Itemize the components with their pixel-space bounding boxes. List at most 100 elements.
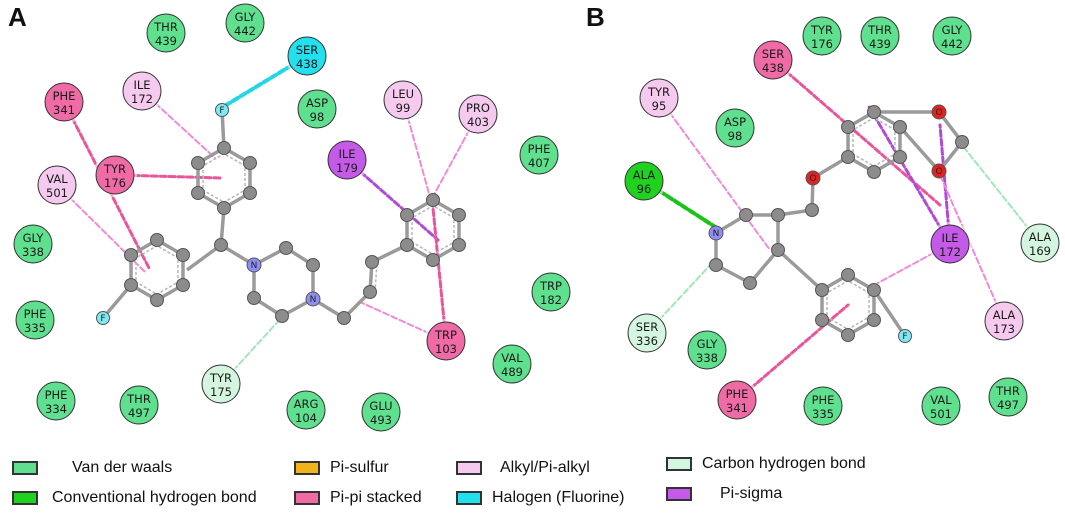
residue-name: PHE — [45, 388, 68, 402]
carbon-atom — [866, 283, 881, 297]
residue-name: ILE — [133, 78, 150, 92]
residue-name: ALA — [633, 168, 656, 182]
residue-name: PHE — [53, 89, 76, 103]
residue-name: TRP — [434, 328, 457, 342]
residue-name: ILE — [941, 231, 958, 245]
interaction-line — [939, 174, 1005, 322]
legend-swatch — [666, 487, 692, 501]
residue-circle — [426, 321, 466, 361]
interaction-line — [141, 90, 216, 159]
residue-name: ARG — [294, 397, 319, 411]
residue-number: 104 — [295, 411, 317, 425]
residue-number: 501 — [930, 407, 952, 421]
residue-circle — [519, 135, 559, 175]
residue-number: 172 — [939, 245, 961, 259]
atom-label: N — [251, 261, 258, 271]
carbon-atom — [451, 208, 466, 222]
legend-swatch — [666, 457, 692, 471]
carbon-atom — [867, 105, 881, 119]
residue-name: ASP — [306, 96, 328, 110]
residue-circle — [119, 385, 159, 425]
residue-name: ALA — [1029, 230, 1052, 244]
carbon-atom — [124, 248, 139, 262]
legend-swatch — [294, 491, 320, 505]
residue-number: 338 — [696, 351, 718, 365]
carbon-atom — [805, 203, 819, 217]
atom-label: O — [935, 108, 942, 118]
atom-label: F — [219, 106, 224, 116]
ligand-bond — [185, 243, 223, 272]
panel-label-a: A — [8, 2, 27, 32]
residue-circle — [802, 16, 842, 56]
residue-number: 335 — [812, 407, 834, 421]
ligand-bond — [200, 188, 227, 205]
residue-number: 96 — [637, 182, 652, 196]
legend-swatch — [456, 491, 482, 505]
residue-name: PHE — [24, 307, 47, 321]
legend-swatch — [12, 491, 38, 505]
residue-circle — [287, 36, 327, 76]
residue-circle — [717, 380, 757, 420]
carbon-atom — [191, 186, 206, 200]
interaction-line — [431, 206, 448, 343]
carbon-atom — [150, 233, 164, 247]
carbon-atom — [841, 328, 855, 342]
residue-number: 439 — [869, 37, 891, 51]
carbon-atom — [400, 208, 415, 222]
residue-number: 175 — [210, 385, 232, 399]
carbon-atom — [451, 238, 466, 252]
residue-name: THR — [126, 392, 151, 406]
nitrogen-atom — [305, 291, 321, 307]
residue-name: VAL — [501, 351, 523, 365]
residue-name: GLY — [942, 23, 964, 37]
carbon-atom — [247, 291, 261, 305]
fluorine-atom — [96, 311, 110, 325]
carbon-atom — [124, 278, 139, 292]
legend-item-pi-sigma: Pi-sigma — [666, 485, 782, 503]
residue-number: 95 — [652, 99, 667, 113]
atom-label: O — [809, 174, 816, 184]
residue-number: 403 — [467, 115, 489, 129]
atom-label: F — [902, 332, 907, 342]
residue-number: 103 — [435, 342, 457, 356]
ligand-bond — [850, 115, 877, 132]
residue-circle — [932, 16, 972, 56]
residue-name: ILE — [338, 147, 355, 161]
carbon-atom — [306, 258, 320, 272]
legend-label: Pi-pi stacked — [330, 489, 422, 506]
carbon-atom — [214, 238, 228, 252]
ligand-bond — [748, 248, 780, 285]
ligand-bond — [409, 240, 436, 257]
residue-number: 438 — [762, 61, 784, 75]
residue-number: 341 — [726, 401, 748, 415]
ligand-bond — [133, 243, 160, 260]
carbon-atom — [771, 208, 785, 222]
residue-circle — [715, 108, 755, 148]
residue-circle — [627, 313, 667, 353]
residue-circle — [988, 377, 1028, 417]
carbon-atom — [426, 253, 440, 267]
residue-name: GLY — [23, 231, 45, 245]
ligand-bond — [430, 240, 457, 257]
residue-name: TRP — [539, 279, 562, 293]
carbon-atom — [709, 258, 723, 272]
legend-item-pi-pi-stacked: Pi-pi stacked — [294, 489, 422, 507]
ligand-bond — [154, 243, 181, 260]
residue-circle — [15, 300, 55, 340]
residue-name: PRO — [466, 101, 490, 115]
residue-name: VAL — [930, 393, 952, 407]
residue-number: 179 — [336, 161, 358, 175]
residue-name: TYR — [103, 162, 126, 176]
oxygen-atom — [931, 104, 947, 120]
